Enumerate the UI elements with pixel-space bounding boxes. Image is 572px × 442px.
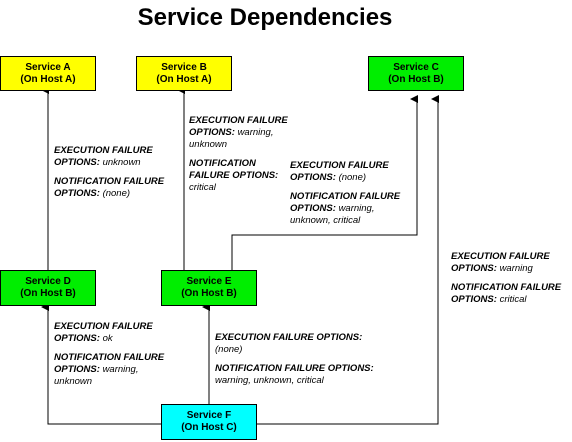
service-f-name: Service F xyxy=(186,410,232,421)
note-f-to-d-notif-value: warning, unknown xyxy=(54,364,139,387)
note-f-to-e-notif-label: NOTIFICATION FAILURE OPTIONS: xyxy=(215,363,374,374)
service-e-host: (On Host B) xyxy=(181,288,237,299)
service-b-box: Service B (On Host A) xyxy=(136,56,232,91)
service-d-host: (On Host B) xyxy=(20,288,76,299)
service-b-name: Service B xyxy=(161,61,207,73)
service-c-name: Service C xyxy=(393,61,439,73)
service-c-host: (On Host B) xyxy=(388,73,444,85)
note-f-to-c-exec-label: EXECUTION FAILURE OPTIONS: xyxy=(451,251,550,274)
note-f-to-c-notif-value: critical xyxy=(499,294,527,305)
note-d-to-a: EXECUTION FAILURE OPTIONS: unknown NOTIF… xyxy=(54,145,179,207)
note-f-to-e-notif-value: warning, unknown, critical xyxy=(215,375,324,386)
note-e-to-c: EXECUTION FAILURE OPTIONS: (none) NOTIFI… xyxy=(290,160,412,234)
arrow-e-to-c xyxy=(231,95,418,270)
service-a-box: Service A (On Host A) xyxy=(0,56,96,91)
note-e-to-b: EXECUTION FAILURE OPTIONS: warning, unkn… xyxy=(189,115,289,201)
note-f-to-e-exec-label: EXECUTION FAILURE OPTIONS: xyxy=(215,332,363,343)
note-e-to-c-notif-value: warning, unknown, critical xyxy=(290,203,375,226)
note-e-to-c-exec-label: EXECUTION FAILURE OPTIONS: xyxy=(290,160,389,183)
service-d-name: Service D xyxy=(25,276,71,287)
service-e-box: Service E (On Host B) xyxy=(161,270,257,306)
note-f-to-e-exec-value: (none) xyxy=(215,344,243,355)
note-f-to-c-notif-label: NOTIFICATION FAILURE OPTIONS: xyxy=(451,282,562,305)
arrow-f-to-d xyxy=(41,303,162,425)
service-d-box: Service D (On Host B) xyxy=(0,270,96,306)
note-f-to-d-exec-value: ok xyxy=(102,333,113,344)
note-d-to-a-notif-value: (none) xyxy=(102,188,131,199)
service-a-host: (On Host A) xyxy=(20,73,76,85)
service-f-box: Service F (On Host C) xyxy=(161,404,257,440)
note-f-to-d-exec-label: EXECUTION FAILURE OPTIONS: xyxy=(54,321,153,344)
note-f-to-d-notif-label: NOTIFICATION FAILURE OPTIONS: xyxy=(54,352,165,375)
service-f-host: (On Host C) xyxy=(181,422,237,433)
note-e-to-b-notif-label: NOTIFICATION FAILURE OPTIONS: xyxy=(189,158,279,181)
service-c-box: Service C (On Host B) xyxy=(368,56,464,91)
note-e-to-b-exec-label: EXECUTION FAILURE OPTIONS: xyxy=(189,115,288,138)
diagram-title: Service Dependencies xyxy=(137,4,393,31)
note-d-to-a-notif-label: NOTIFICATION FAILURE OPTIONS: xyxy=(54,176,165,199)
note-d-to-a-exec-value: unknown xyxy=(102,157,141,168)
service-e-name: Service E xyxy=(186,276,232,287)
note-e-to-c-notif-label: NOTIFICATION FAILURE OPTIONS: xyxy=(290,191,401,214)
note-e-to-b-exec-value: warning, unknown xyxy=(189,127,274,150)
note-f-to-e: EXECUTION FAILURE OPTIONS: (none) NOTIFI… xyxy=(215,332,385,394)
note-f-to-c-exec-value: warning xyxy=(499,263,533,274)
note-e-to-c-exec-value: (none) xyxy=(338,172,367,183)
note-e-to-b-notif-value: critical xyxy=(189,182,216,193)
service-a-name: Service A xyxy=(25,61,71,73)
note-f-to-c: EXECUTION FAILURE OPTIONS: warning NOTIF… xyxy=(451,251,571,313)
service-b-host: (On Host A) xyxy=(156,73,212,85)
note-f-to-d: EXECUTION FAILURE OPTIONS: ok NOTIFICATI… xyxy=(54,321,179,395)
arrow-f-to-c xyxy=(257,95,439,425)
note-d-to-a-exec-label: EXECUTION FAILURE OPTIONS: xyxy=(54,145,153,168)
